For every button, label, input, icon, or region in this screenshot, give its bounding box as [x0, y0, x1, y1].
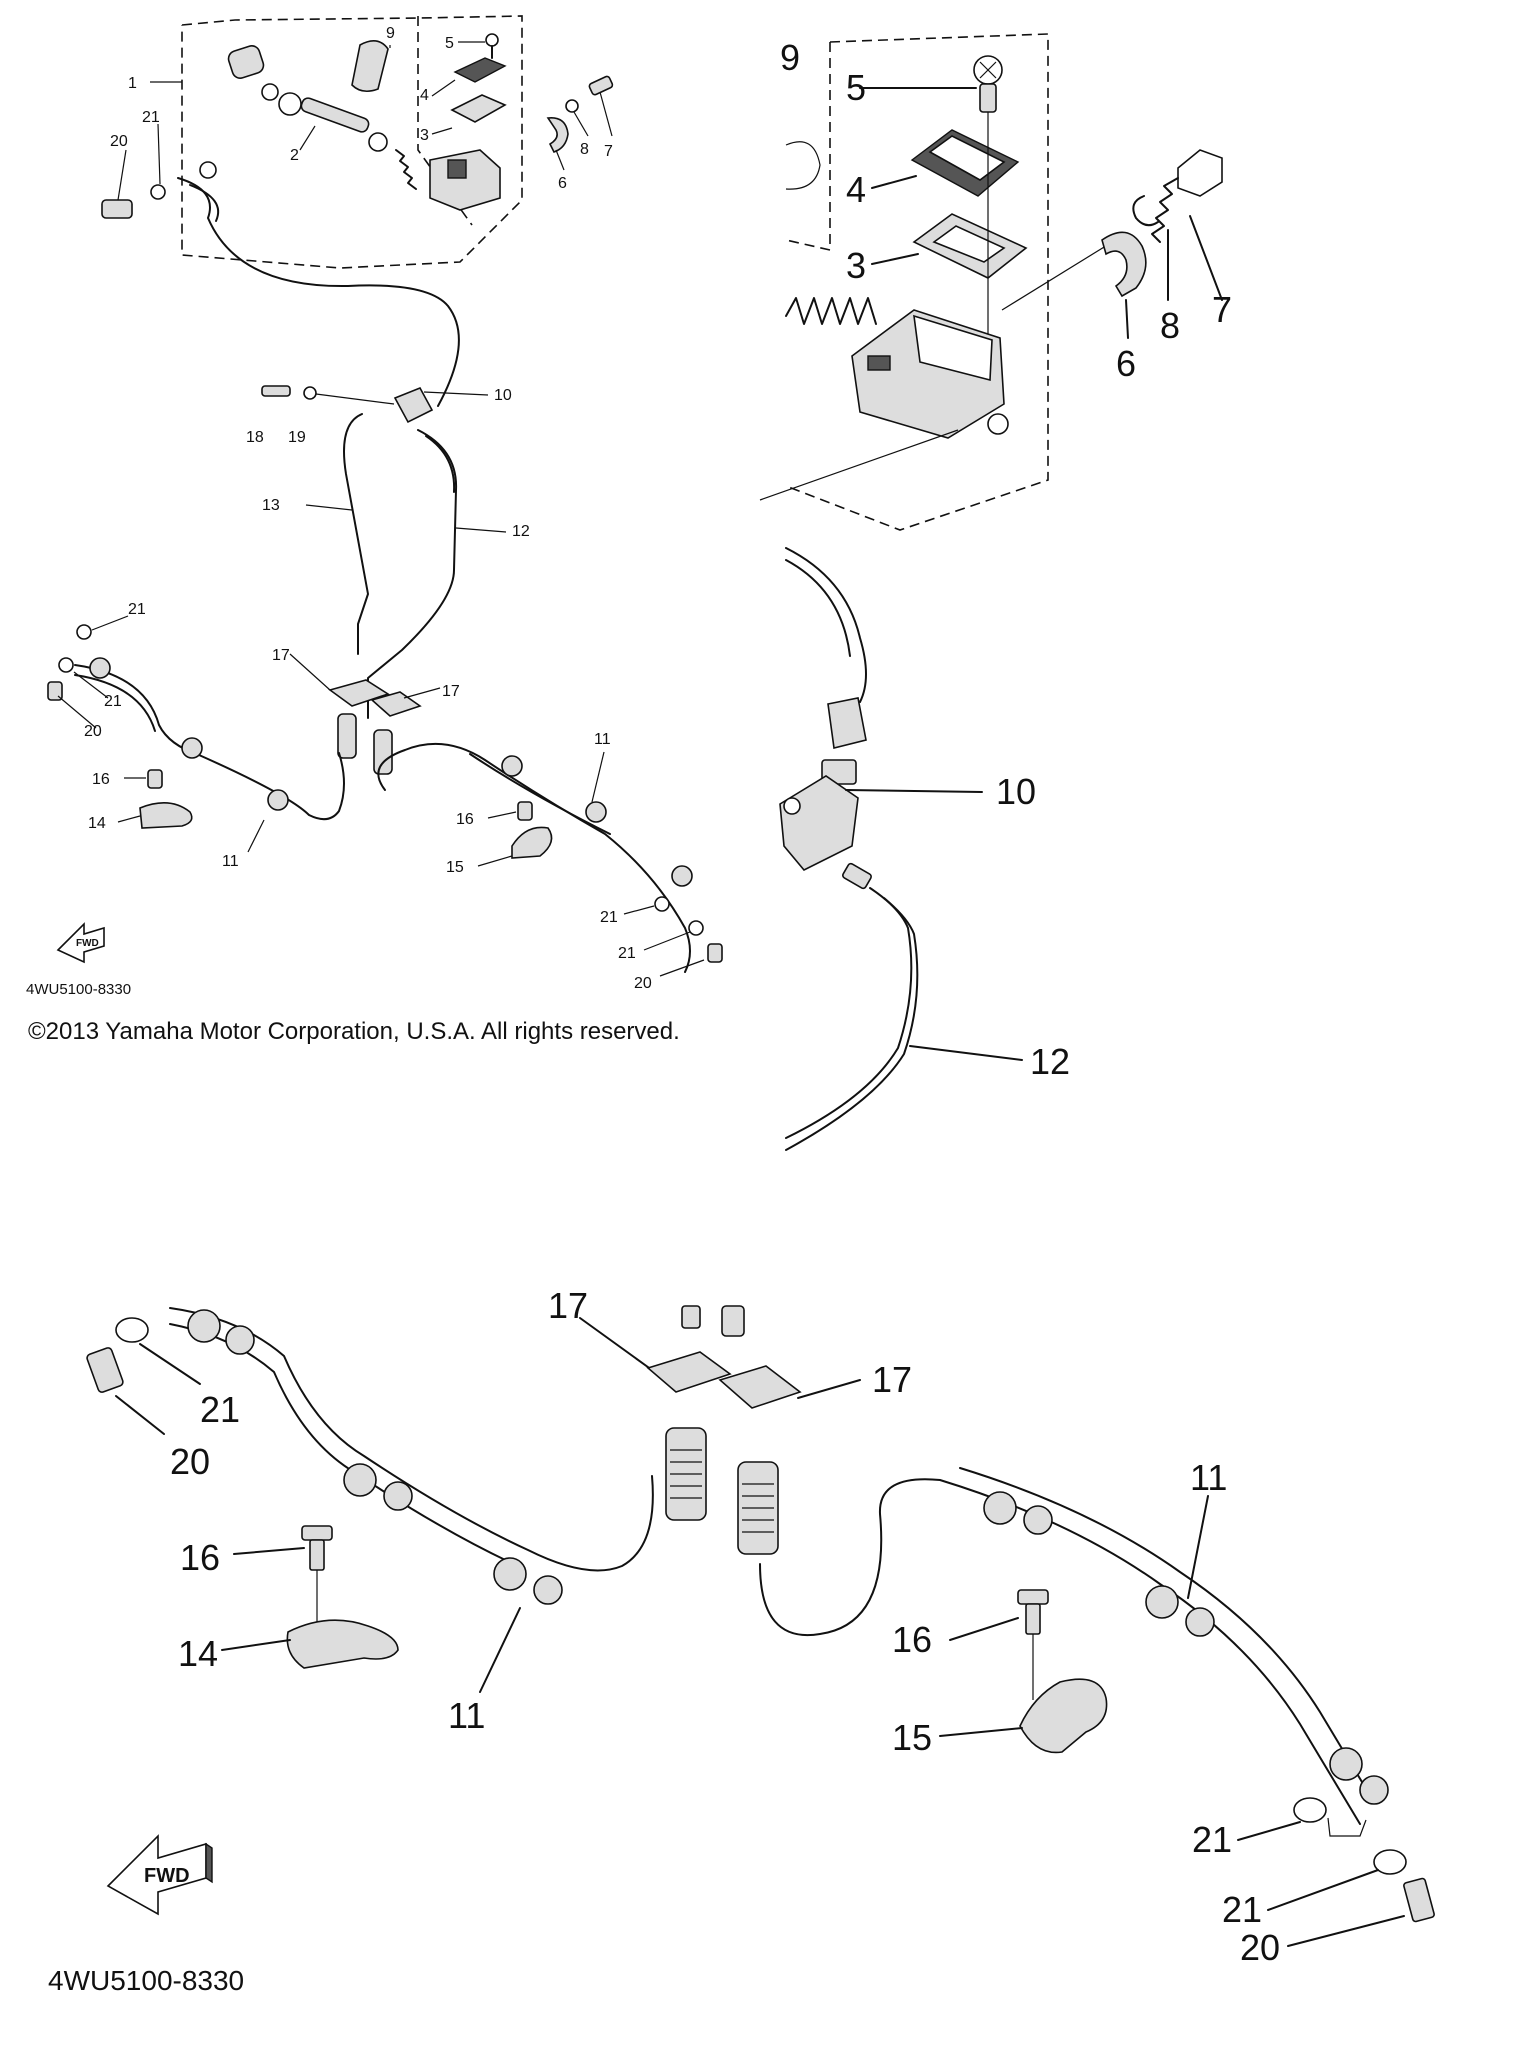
callout-1: 1: [128, 75, 137, 92]
callout-20-right: 20: [634, 975, 652, 992]
callout-11-left: 11: [222, 853, 239, 870]
zoom-callout-7: 7: [1212, 289, 1232, 330]
callout-8: 8: [580, 141, 589, 158]
grommet-right: [737, 1461, 779, 1555]
callout-16-left: 16: [92, 771, 110, 788]
washer-8: [1132, 195, 1159, 227]
bolt-16-left: [309, 1539, 325, 1571]
callout-15: 15: [446, 859, 464, 876]
bracket-15: [1019, 1678, 1108, 1754]
bolt-7: [1177, 149, 1223, 197]
zoom-callout-15: 15: [892, 1717, 932, 1758]
zoom-callout-9: 9: [780, 37, 800, 78]
bolt-20-right: [1403, 1877, 1435, 1923]
copyright-notice: ©2013 Yamaha Motor Corporation, U.S.A. A…: [28, 1018, 680, 1045]
zoom-callout-3: 3: [846, 245, 866, 286]
callout-18: 18: [246, 429, 264, 446]
grommet-left: [665, 1427, 707, 1521]
zoom-callout-16-right: 16: [892, 1619, 932, 1660]
bracket-17a: [646, 1351, 732, 1393]
part-code-small: 4WU5100-8330: [26, 981, 131, 998]
callout-12: 12: [512, 523, 530, 540]
zoom-callout-17-left: 17: [548, 1285, 588, 1326]
callout-21-lower-left: 21: [104, 693, 122, 710]
overview-diagram: 1 2 3 4 5 6 7 8 9 10 11 11 12 13 14 15 1…: [26, 15, 723, 998]
callout-21-right-upper: 21: [600, 909, 618, 926]
callout-17-right: 17: [442, 683, 460, 700]
zoom-callout-20-left: 20: [170, 1441, 210, 1482]
zoom-callout-6: 6: [1116, 343, 1136, 384]
zoom-brake-hoses: 17 17 21 20 16 14 11 11 16 15 21 21 20 F…: [48, 1285, 1435, 1996]
zoom-callout-10: 10: [996, 771, 1036, 812]
zoom-callout-11-left: 11: [448, 1695, 485, 1736]
zoom-callout-8: 8: [1160, 305, 1180, 346]
clamp-6: [1101, 231, 1147, 298]
callout-2: 2: [290, 147, 299, 164]
zoom-callout-16-left: 16: [180, 1537, 220, 1578]
callout-7: 7: [604, 143, 613, 160]
callout-20-top: 20: [110, 133, 128, 150]
callout-3: 3: [420, 127, 429, 144]
callout-6: 6: [558, 175, 567, 192]
washer-21-right-a: [1293, 1797, 1327, 1823]
callout-17-left: 17: [272, 647, 290, 664]
zoom-callout-21-right-b: 21: [1222, 1889, 1262, 1930]
part-code-large: 4WU5100-8330: [48, 1965, 244, 1996]
fwd-label-large: FWD: [144, 1865, 190, 1887]
callout-5: 5: [445, 35, 454, 52]
callout-11-right: 11: [594, 731, 611, 748]
hose-fitting: [827, 697, 867, 749]
zoom-callout-21-right-a: 21: [1192, 1819, 1232, 1860]
bracket-17b: [718, 1365, 802, 1409]
callout-21-upper-left: 21: [128, 601, 146, 618]
callout-14: 14: [88, 815, 106, 832]
callout-4: 4: [420, 87, 429, 104]
zoom-master-cylinder: 9 5 4 3 6 8 7: [759, 33, 1232, 531]
bolt-16-right: [1025, 1603, 1041, 1635]
callout-10: 10: [494, 387, 512, 404]
zoom-callout-20-right: 20: [1240, 1927, 1280, 1968]
callout-13: 13: [262, 497, 280, 514]
washer-21-left: [115, 1317, 149, 1343]
zoom-callout-17-right: 17: [872, 1359, 912, 1400]
bolt-20-left: [86, 1347, 124, 1393]
callout-9: 9: [386, 25, 395, 42]
callout-19: 19: [288, 429, 306, 446]
zoom-callout-5: 5: [846, 67, 866, 108]
master-cylinder-overview: [150, 33, 614, 211]
zoom-callout-14: 14: [178, 1633, 218, 1674]
callout-20-left: 20: [84, 723, 102, 740]
bracket-14: [286, 1619, 399, 1669]
zoom-callout-11-right: 11: [1190, 1457, 1227, 1498]
fwd-label-small: FWD: [76, 938, 99, 949]
callout-21-right-lower: 21: [618, 945, 636, 962]
zoom-callout-12: 12: [1030, 1041, 1070, 1082]
zoom-callout-21-left: 21: [200, 1389, 240, 1430]
fwd-arrow-small: [56, 922, 105, 964]
joint-10: [779, 775, 859, 871]
zoom-joint-and-pipe: 10 12: [779, 547, 1070, 1151]
callout-21-top: 21: [142, 109, 160, 126]
callout-16-right: 16: [456, 811, 474, 828]
zoom-callout-4: 4: [846, 169, 866, 210]
washer-21-right-b: [1373, 1849, 1407, 1875]
